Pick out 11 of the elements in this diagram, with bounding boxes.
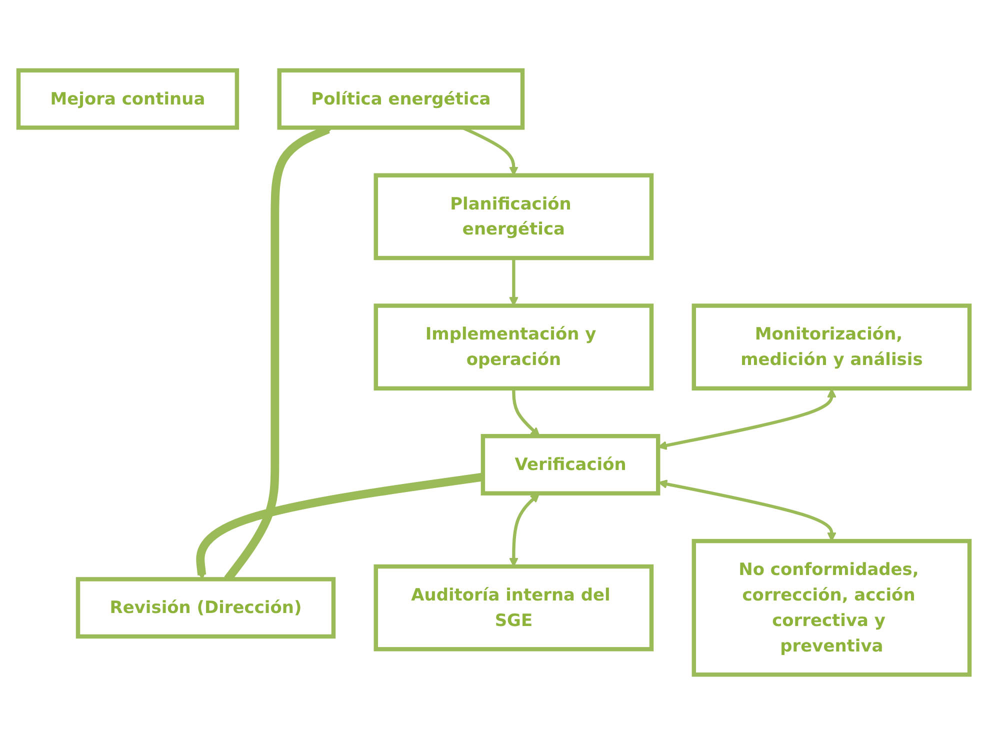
node-box: Auditoría interna del SGE [374, 564, 654, 652]
node-box: Verificación [480, 434, 660, 496]
node-box: Planificación energética [374, 173, 654, 260]
node-box: Monitorización, medición y análisis [692, 304, 972, 391]
node-box: Implementación y operación [374, 304, 654, 391]
arrow [658, 480, 836, 542]
arrow [509, 258, 518, 306]
node-box: No conformidades, corrección, acción correctiva y preventiva [692, 538, 972, 677]
node-box: Revisión (Dirección) [76, 577, 336, 639]
node-box: Mejora continua [16, 68, 240, 130]
node-box: Política energética [277, 68, 525, 130]
